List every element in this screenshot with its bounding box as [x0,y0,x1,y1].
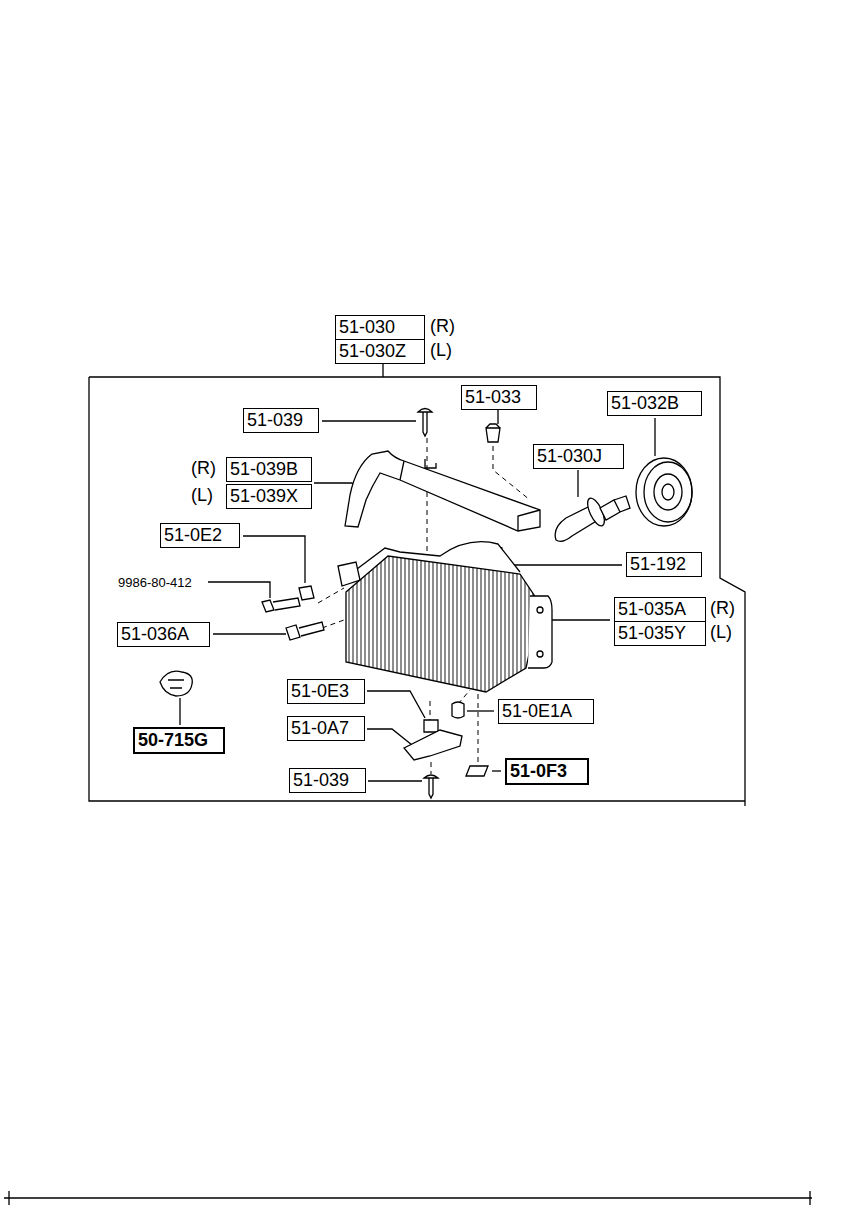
side-marker: (R) [191,458,216,479]
part-number: 51-039X [226,484,312,509]
nut [466,766,488,776]
part-number: 51-0F3 [505,758,589,785]
part-number: 51-0E3 [287,679,365,704]
part-number: 51-035Y [614,621,706,646]
screw [424,775,438,798]
part-number: 51-039 [289,768,366,793]
part-number: 51-0E2 [160,523,240,548]
part-number: 51-033 [461,385,537,410]
headlamp-unit [338,542,552,692]
part-number: 51-0E1A [498,699,594,724]
side-marker: (R) [710,598,735,619]
part-number: 51-030J [533,444,624,469]
side-marker: (L) [710,622,732,643]
page-rule [4,1191,812,1205]
part-number: 51-032B [607,391,702,416]
bolt [286,622,324,640]
side-marker: 9986-80-412 [118,572,192,593]
side-marker: (R) [430,316,455,337]
part-number: 51-035A [614,597,706,622]
nut [299,586,314,600]
side-marker: (L) [191,485,213,506]
part-number: 51-039 [243,408,319,433]
bracket [345,451,540,531]
part-number: 51-192 [626,552,702,577]
bulb [555,496,630,541]
part-number: 50-715G [133,727,225,754]
leader-lines [180,410,655,781]
assembly-bracket [89,364,745,806]
nut [424,720,438,732]
bolt [452,702,464,718]
screw [418,409,432,437]
side-marker: (L) [430,340,452,361]
part-number: 51-0A7 [287,716,365,741]
part-number: 51-030 [335,315,425,340]
part-number: 51-030Z [335,339,425,364]
clip [486,424,500,442]
part-number: 51-036A [117,622,210,647]
clip [160,671,192,696]
bolt [262,598,300,612]
part-number: 51-039B [226,457,312,482]
socket-cap [636,458,692,526]
bracket [404,730,462,760]
